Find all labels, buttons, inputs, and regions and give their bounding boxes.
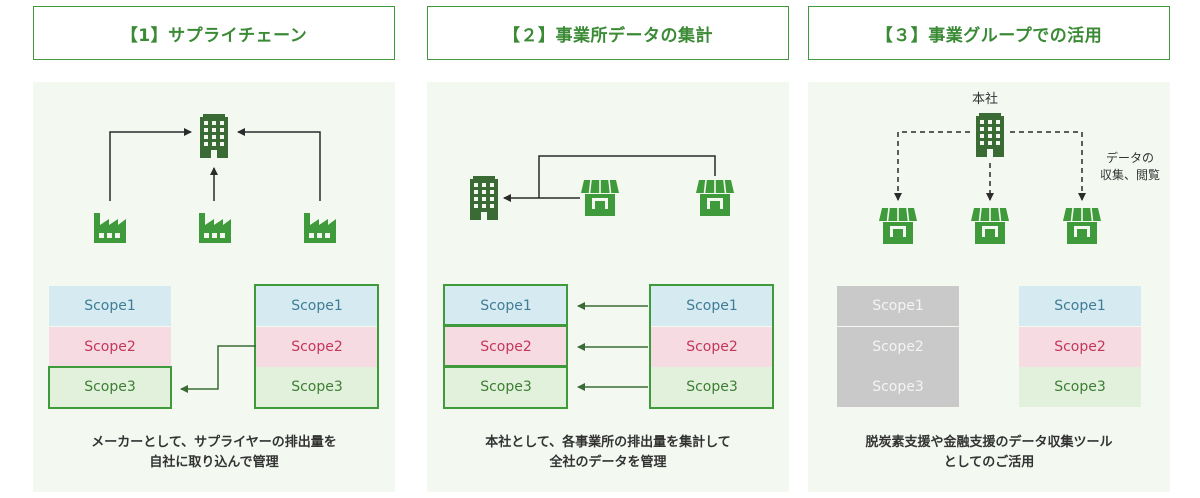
section-2-title: 【２】事業所データの集計 xyxy=(427,6,789,60)
s2-right-frame xyxy=(649,284,774,409)
section-1-title: 【1】サプライチェーン xyxy=(33,6,395,60)
section-3-title: 【３】事業グループでの活用 xyxy=(808,6,1170,60)
s2-right-scope2: Scope2 xyxy=(651,327,773,367)
s3-caption: 脱炭素支援や金融支援のデータ収集ツール としてのご活用 xyxy=(808,433,1170,473)
s3-right-scope3: Scope3 xyxy=(1019,367,1141,407)
s3-left-scope2: Scope2 xyxy=(837,327,959,367)
s1-right-scope2: Scope2 xyxy=(256,327,378,367)
s2-left-frame-1 xyxy=(443,284,568,326)
s1-right-scope1: Scope1 xyxy=(256,286,378,326)
s3-right-scope2: Scope2 xyxy=(1019,327,1141,367)
s2-right-scope1: Scope1 xyxy=(651,286,773,326)
s2-caption-line1: 本社として、各事業所の排出量を集計して xyxy=(485,435,731,450)
s3-left-scope1: Scope1 xyxy=(837,286,959,326)
s2-left-frame-2 xyxy=(443,325,568,367)
s1-left-scope3: Scope3 xyxy=(49,367,171,407)
s2-caption-line2: 全社のデータを管理 xyxy=(549,455,667,470)
s2-right-scope3: Scope3 xyxy=(651,367,773,407)
s1-caption-line1: メーカーとして、サプライヤーの排出量を xyxy=(91,435,337,450)
s1-right-scope3: Scope3 xyxy=(256,367,378,407)
s3-caption-line2: としてのご活用 xyxy=(943,455,1035,470)
collect-label-line2: 収集、閲覧 xyxy=(1100,168,1161,182)
s2-left-scope2: Scope2 xyxy=(445,327,567,367)
s2-caption: 本社として、各事業所の排出量を集計して 全社のデータを管理 xyxy=(427,433,789,473)
s1-caption-line2: 自社に取り込んで管理 xyxy=(149,455,279,470)
head-office-label: 本社 xyxy=(972,92,999,107)
s3-right-scope1: Scope1 xyxy=(1019,286,1141,326)
s2-left-scope1: Scope1 xyxy=(445,286,567,326)
s1-left-scope3-frame xyxy=(48,366,172,409)
s3-left-scope3: Scope3 xyxy=(837,367,959,407)
s3-caption-line1: 脱炭素支援や金融支援のデータ収集ツール xyxy=(865,435,1113,450)
s1-left-scope1: Scope1 xyxy=(49,286,171,326)
s1-left-scope2: Scope2 xyxy=(49,327,171,367)
s1-right-frame xyxy=(254,284,379,409)
s2-left-frame-3 xyxy=(443,366,568,409)
collect-label-line1: データの xyxy=(1106,151,1155,165)
s2-left-scope3: Scope3 xyxy=(445,367,567,407)
s1-caption: メーカーとして、サプライヤーの排出量を 自社に取り込んで管理 xyxy=(33,433,395,473)
collect-label: データの 収集、閲覧 xyxy=(1100,150,1160,184)
